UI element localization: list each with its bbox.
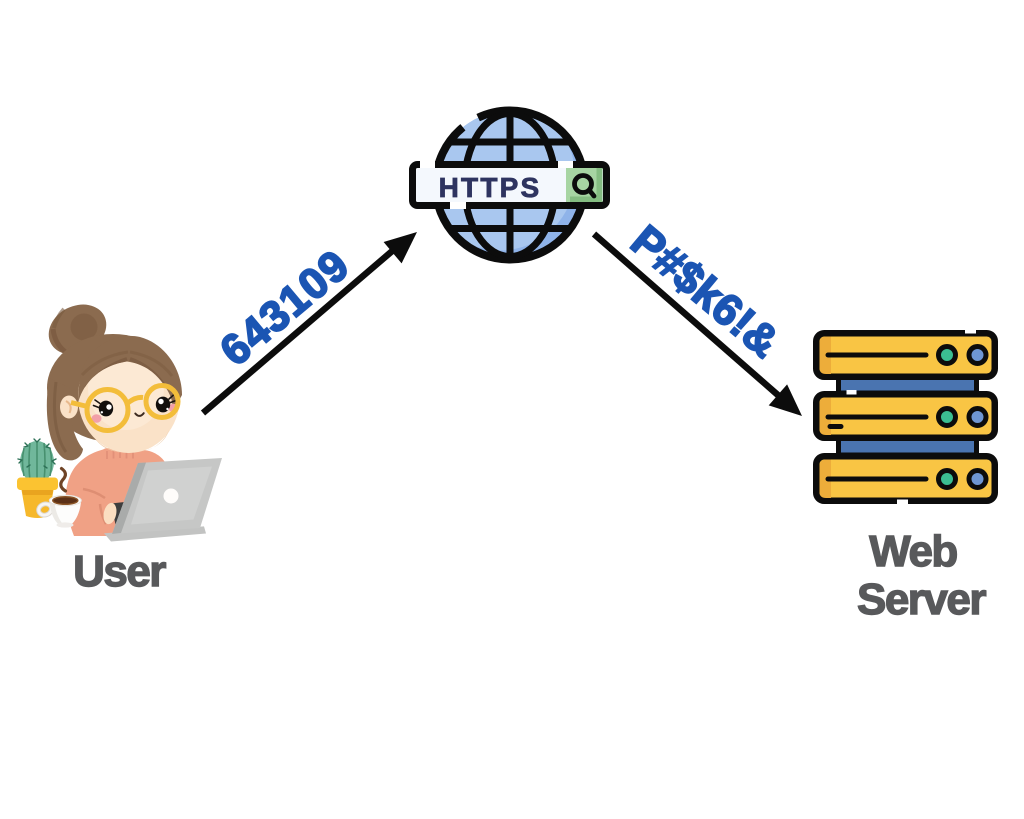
svg-text:Server: Server	[857, 575, 986, 624]
svg-text:User: User	[73, 547, 166, 596]
svg-text:Web: Web	[869, 527, 957, 576]
svg-text:P#$k6!&: P#$k6!&	[622, 216, 789, 367]
svg-text:643109: 643109	[211, 241, 359, 376]
svg-text:HTTPS: HTTPS	[439, 172, 542, 203]
